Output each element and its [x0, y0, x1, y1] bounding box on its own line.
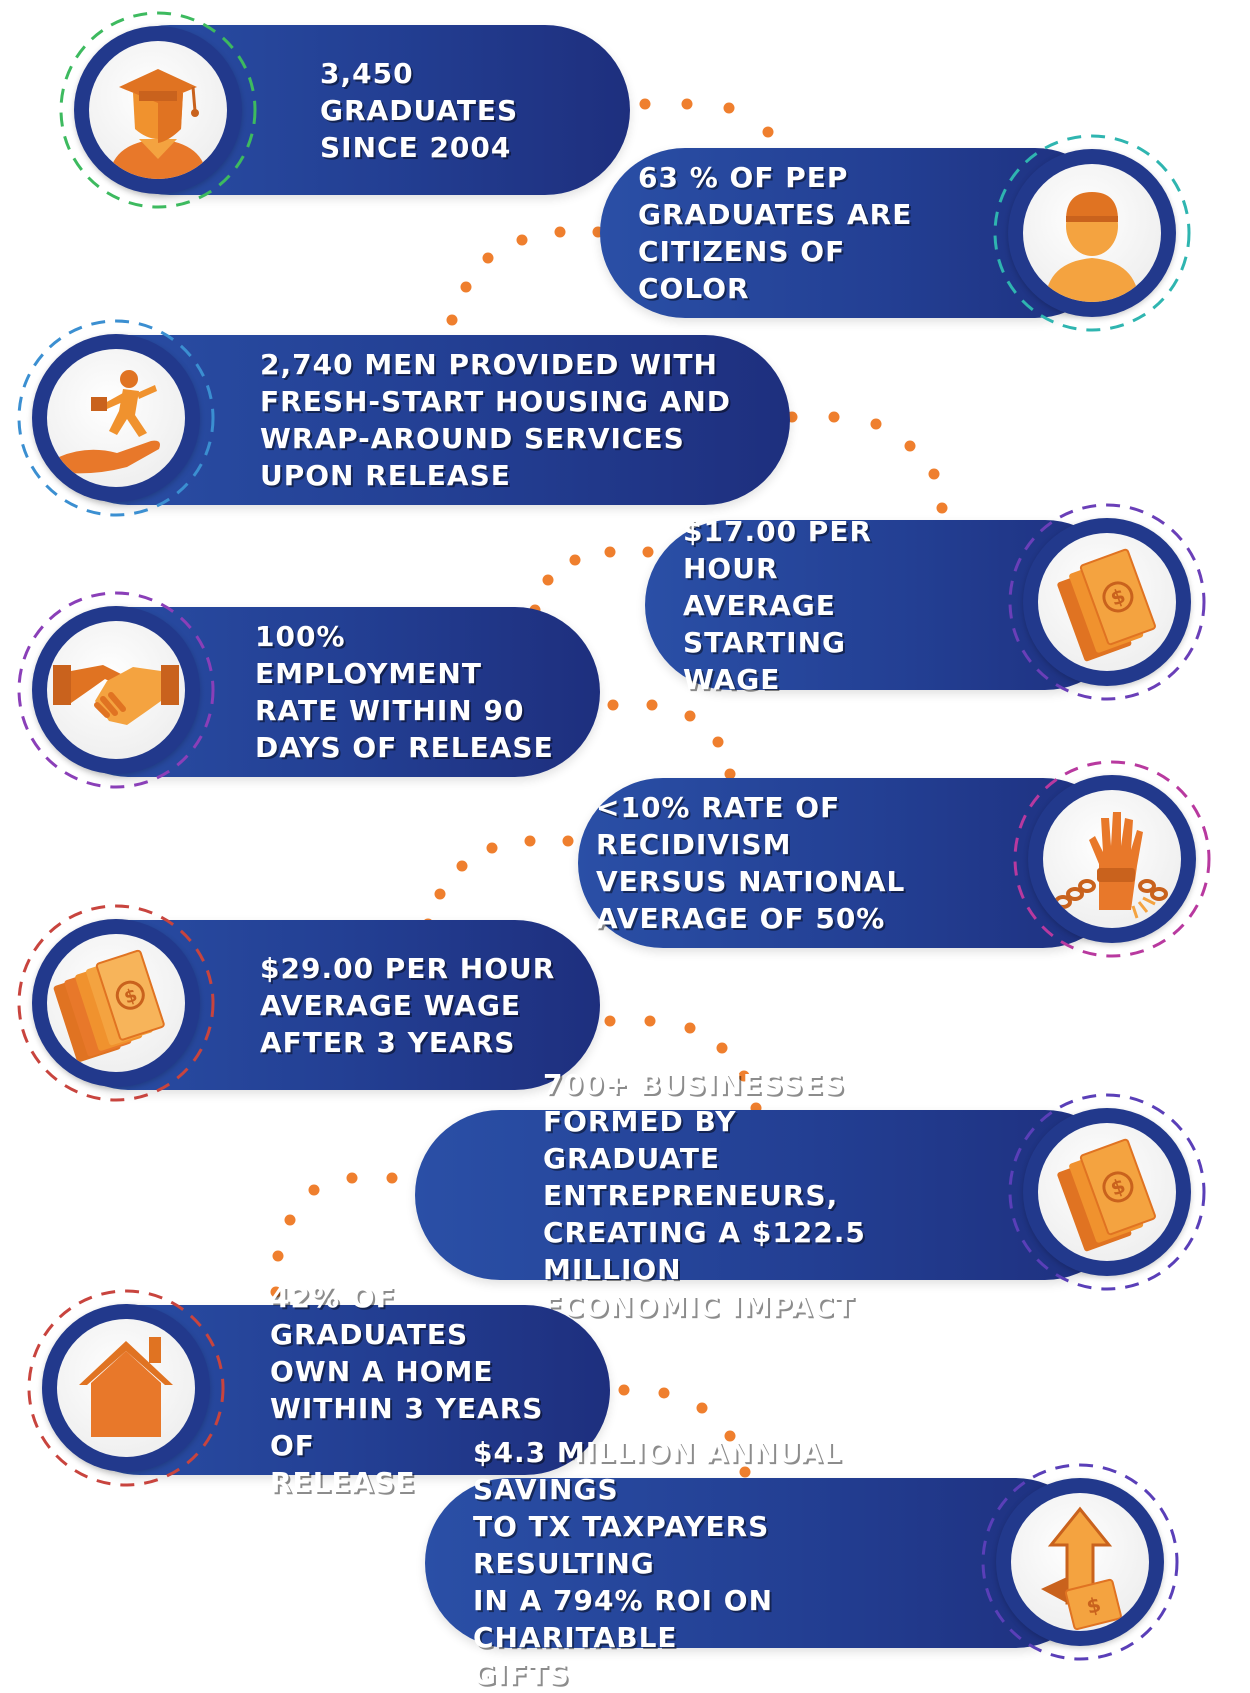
money-icon: $ [1057, 548, 1156, 662]
money-stack-icon: $ [53, 949, 165, 1063]
money-icon: $ [1057, 1138, 1156, 1252]
dashed-ring [981, 1463, 1179, 1661]
dashed-ring [17, 591, 215, 789]
stat-badge-taxpayer-savings: $ [978, 1460, 1182, 1664]
stat-text: 700+ BUSINESSES FORMED BY GRADUATE ENTRE… [543, 1067, 866, 1323]
dashed-ring [27, 1289, 225, 1487]
dashed-ring [17, 904, 215, 1102]
dashed-ring [17, 319, 215, 517]
stat-badge-home-ownership [24, 1286, 228, 1490]
stat-badge-employment [14, 588, 218, 792]
stat-text: 3,450 GRADUATES SINCE 2004 [320, 56, 519, 164]
handshake-icon [53, 665, 179, 725]
stat-badge-businesses: $ [1005, 1090, 1209, 1294]
stat-badge-graduates [56, 8, 260, 212]
stat-badge-recidivism [1010, 757, 1214, 961]
stat-text: 2,740 MEN PROVIDED WITH FRESH-START HOUS… [260, 348, 732, 492]
person-icon [1045, 192, 1139, 302]
dashed-ring [1008, 1093, 1206, 1291]
svg-text:$: $ [1084, 1592, 1103, 1619]
growth-arrow-money-icon: $ [1041, 1506, 1122, 1631]
graduate-icon [109, 69, 207, 179]
dashed-ring [1013, 760, 1211, 958]
broken-chain-hand-icon [1054, 812, 1168, 919]
dashed-ring [993, 134, 1191, 332]
stat-badge-wage-after-3-years: $ [14, 901, 218, 1105]
svg-text:$: $ [122, 985, 140, 1009]
dashed-ring [1008, 503, 1206, 701]
stat-text: 100% EMPLOYMENT RATE WITHIN 90 DAYS OF R… [255, 620, 554, 764]
stat-text: $29.00 PER HOUR AVERAGE WAGE AFTER 3 YEA… [260, 951, 556, 1059]
stat-badge-housing [14, 316, 218, 520]
stat-text: 42% OF GRADUATES OWN A HOME WITHIN 3 YEA… [270, 1281, 544, 1499]
stat-text: $4.3 MILLION ANNUAL SAVINGS TO TX TAXPAY… [473, 1435, 843, 1691]
stat-pill-housing: 2,740 MEN PROVIDED WITH FRESH-START HOUS… [45, 335, 790, 505]
stat-text: <10% RATE OF RECIDIVISM VERSUS NATIONAL … [596, 791, 906, 935]
stat-text: $17.00 PER HOUR AVERAGE STARTING WAGE [683, 514, 873, 696]
helping-hand-icon [59, 370, 160, 474]
dashed-ring [59, 11, 257, 209]
stat-text: 63 % OF PEP GRADUATES ARE CITIZENS OF CO… [638, 161, 913, 305]
stat-badge-citizens-of-color [990, 131, 1194, 335]
stat-pill-taxpayer-savings: $4.3 MILLION ANNUAL SAVINGS TO TX TAXPAY… [425, 1436, 1100, 1691]
stat-badge-starting-wage: $ [1005, 500, 1209, 704]
house-icon [79, 1337, 173, 1437]
